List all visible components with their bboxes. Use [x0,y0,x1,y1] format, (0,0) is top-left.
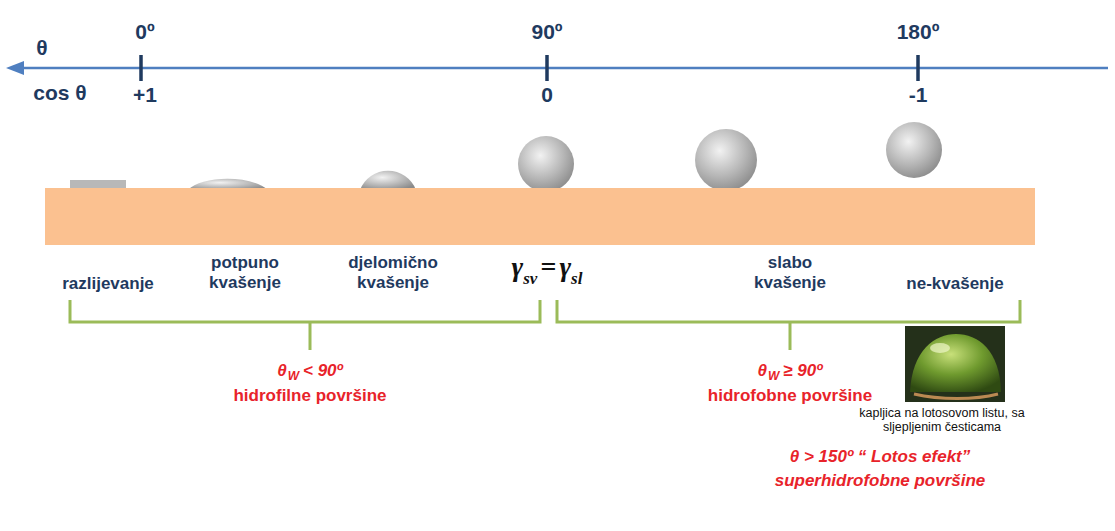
subscript: W [768,369,779,383]
axis-label: -1 [909,83,928,106]
surface-class-label-group: hidrofilne površine [233,386,386,406]
angle-condition-group: superhidrofobne površine [775,471,986,491]
surface-class-label-group: hidrofobne površine [708,386,872,406]
photo-caption-group: kapljica na lotosovom listu, sa sljeplje… [847,406,1037,435]
axis-tick [916,55,920,81]
wetting-label: djelomično kvašenje [348,253,438,292]
axis-label: 0º [135,20,154,43]
surface-tension-formula: γ [512,251,524,282]
axis-label: +1 [133,83,157,106]
subscript: W [288,369,299,383]
bracket [70,300,540,350]
surface-tension-formula: = [540,251,556,282]
angle-condition: θ [758,361,767,380]
round-drop [695,129,757,191]
angle-condition-group: θW < 90º [277,361,343,384]
lotus-drop [910,334,1001,392]
lotus-photo [905,326,1005,402]
lotus-highlight [930,343,950,353]
wetting-label: ne-kvašenje [906,274,1003,293]
axis-label-group: 0º [135,20,154,44]
lotus-reflection [914,394,998,399]
angle-condition-group: θW ≥ 90º [758,361,823,384]
wetting-label: razlijevanje [62,274,154,293]
axis-label: 90º [531,20,562,43]
axis-tick [139,55,143,81]
axis-label-group: +1 [133,83,157,107]
wetting-label-group: slabo kvašenje [740,253,840,292]
wetting-label-group: potpuno kvašenje [195,253,295,292]
substrate [45,188,1035,245]
axis-arrowhead [6,61,24,75]
sphere-drop [886,122,942,178]
subscript: sl [571,269,582,288]
surface-tension-formula-group: γsv=γsl [512,251,583,289]
axis-label-group: 0 [541,83,553,107]
surface-class-label: hidrofilne površine [233,386,386,405]
axis-label: 180º [897,20,940,43]
angle-condition: ≥ 90º [783,361,822,380]
axis-label-group: 90º [531,20,562,44]
axis-line [22,67,1108,70]
angle-condition: superhidrofobne površine [775,471,986,490]
axis-label-group: θ [36,36,47,60]
photo-caption: kapljica na lotosovom listu, sa sljeplje… [859,406,1024,434]
axis-label: cos θ [33,81,86,104]
angle-condition: < 90º [303,361,343,380]
axis-label-group: -1 [909,83,928,107]
subscript: sv [523,269,537,288]
wetting-label: potpuno kvašenje [209,253,281,292]
half-drop [518,136,574,192]
axis-label: 0 [541,83,553,106]
wetting-label-group: razlijevanje [62,274,154,294]
angle-condition: θ [277,361,286,380]
axis-label-group: cos θ [33,81,86,105]
axis-label: θ [36,36,47,59]
axis-tick [545,55,549,81]
wetting-label-group: djelomično kvašenje [334,253,452,292]
angle-condition: θ > 150º “ Lotos efekt” [790,447,971,466]
wetting-label: slabo kvašenje [754,253,826,292]
axis-label-group: 180º [897,20,940,44]
surface-tension-formula: γ [559,251,571,282]
surface-class-label: hidrofobne površine [708,386,872,405]
partial-drop [360,171,416,190]
wetting-label-group: ne-kvašenje [906,274,1003,294]
angle-condition-group: θ > 150º “ Lotos efekt” [790,447,971,467]
